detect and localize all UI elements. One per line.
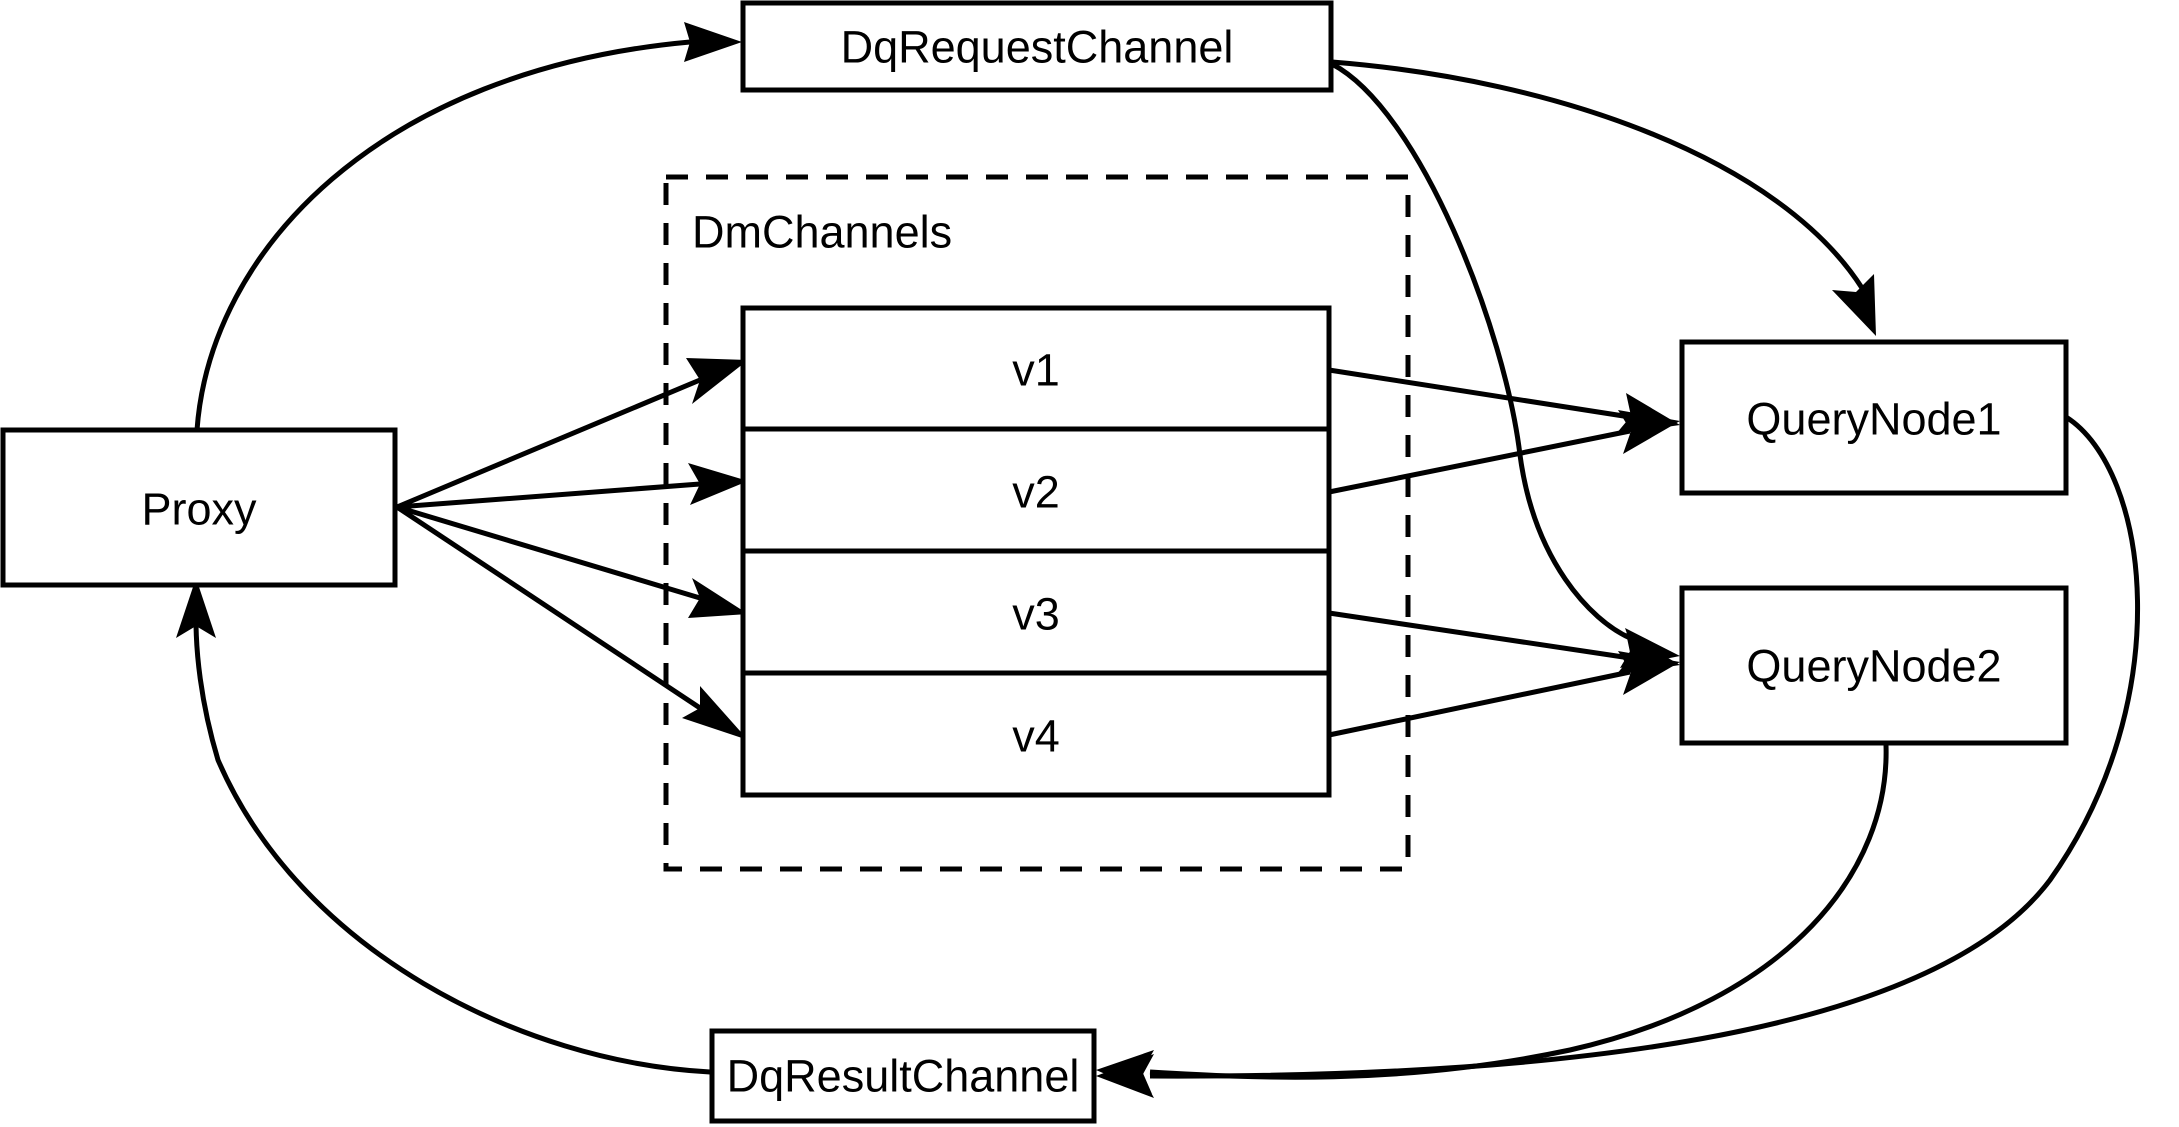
edge-v4-to-querynode2 xyxy=(1328,651,1680,738)
node-dqresultchannel-label: DqResultChannel xyxy=(727,1051,1080,1102)
node-dqresultchannel-box[interactable] xyxy=(709,1028,1097,1124)
edge-querynode2-to-dqresultchannel xyxy=(1096,744,1889,1094)
channel-item-v4-label[interactable]: v4 xyxy=(1012,711,1060,762)
edge-dqrequestchannel-to-querynode1 xyxy=(1331,59,1876,336)
channel-stack: v1 v2 v3 v4 xyxy=(740,305,1332,798)
edge-dqresultchannel-to-proxy xyxy=(176,578,711,1075)
node-querynode2-box[interactable] xyxy=(1679,585,2069,746)
edge-path xyxy=(193,619,711,1075)
edge-v2-to-querynode1 xyxy=(1328,410,1680,495)
arrow-head-icon xyxy=(1096,1050,1154,1094)
edge-path xyxy=(1328,428,1631,495)
edge-path xyxy=(194,39,691,431)
edge-dqrequestchannel-to-querynode2 xyxy=(1330,61,1680,668)
node-dqresultchannel[interactable]: DqResultChannel xyxy=(709,1028,1097,1124)
edge-path xyxy=(395,504,702,711)
dmchannels-group-label: DmChannels xyxy=(692,207,952,258)
edge-path xyxy=(396,504,701,601)
arrow-head-icon xyxy=(682,686,748,740)
node-dqrequestchannel[interactable]: DqRequestChannel xyxy=(740,0,1334,93)
edge-proxy-to-dqrequestchannel xyxy=(194,22,742,431)
edge-path xyxy=(1330,61,1632,641)
edge-path xyxy=(1328,669,1631,738)
node-querynode2[interactable]: QueryNode2 xyxy=(1679,585,2069,746)
node-proxy-box[interactable] xyxy=(0,427,398,588)
arrow-head-icon xyxy=(176,578,216,638)
arrow-head-icon xyxy=(1832,274,1876,336)
edge-path xyxy=(1331,59,1865,290)
dmchannels-group: DmChannels xyxy=(663,174,1411,872)
node-querynode1-label: QueryNode1 xyxy=(1746,394,2001,445)
edge-path xyxy=(1328,367,1631,420)
edge-proxy-to-v1 xyxy=(396,358,748,510)
edge-path xyxy=(396,481,701,510)
channel-item-v3-label[interactable]: v3 xyxy=(1012,589,1060,640)
arrow-head-icon xyxy=(688,463,748,505)
edge-path xyxy=(1149,744,1889,1080)
arrow-head-icon xyxy=(1618,410,1680,454)
node-dqrequestchannel-label: DqRequestChannel xyxy=(841,22,1234,73)
arrow-head-icon xyxy=(1618,651,1680,695)
edge-path xyxy=(396,377,701,510)
edge-path xyxy=(1328,610,1631,661)
channel-item-v1-label[interactable]: v1 xyxy=(1012,345,1060,396)
arrow-head-icon xyxy=(684,22,742,62)
node-querynode1-box[interactable] xyxy=(1679,339,2069,496)
dmchannels-group-border xyxy=(663,174,1411,872)
edge-proxy-to-v2 xyxy=(396,463,748,510)
edge-proxy-to-v4 xyxy=(395,504,748,740)
node-querynode2-label: QueryNode2 xyxy=(1746,641,2001,692)
edge-proxy-to-v3 xyxy=(396,504,748,618)
node-dqrequestchannel-box[interactable] xyxy=(740,0,1334,93)
node-proxy[interactable]: Proxy xyxy=(0,427,398,588)
channel-item-v2-label[interactable]: v2 xyxy=(1012,467,1060,518)
node-querynode1[interactable]: QueryNode1 xyxy=(1679,339,2069,496)
arrow-head-icon xyxy=(688,578,748,618)
node-proxy-label: Proxy xyxy=(141,484,257,535)
arrow-head-icon xyxy=(686,358,748,404)
